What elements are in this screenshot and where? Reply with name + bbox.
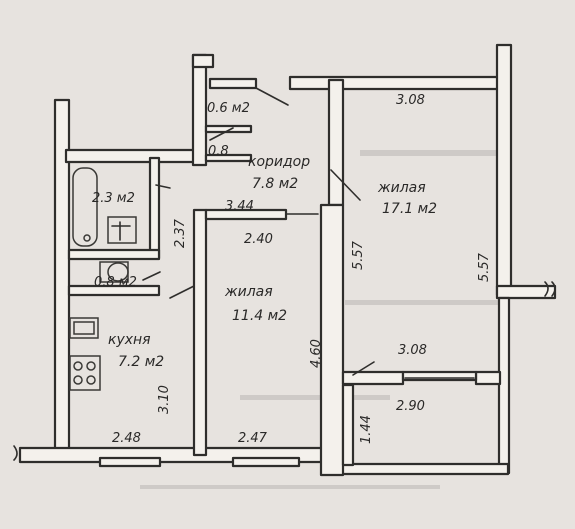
dim-balcony-width: 2.90 [396,399,425,414]
living-small-area: 11.4 м2 [232,308,287,324]
dim-corridor-small: 0.8 [208,144,229,159]
kitchen-area: 7.2 м2 [118,354,164,370]
kitchen-name: кухня [108,332,151,348]
pantry-area: 0.6 м2 [207,101,250,116]
dim-large-top: 3.08 [396,93,425,108]
walls [18,43,557,477]
living-large-area: 17.1 м2 [382,201,437,217]
dim-balcony-depth: 1.44 [359,415,374,444]
dim-small-right: 4.60 [309,339,324,368]
dim-small-bottom: 2.47 [238,431,268,446]
dim-kitchen-bottom: 2.48 [112,431,141,446]
exterior-marks [13,281,556,461]
dimension-labels: 3.08 3.44 0.8 2.40 3.08 2.90 2.48 2.47 5… [112,93,492,446]
dim-large-right: 5.57 [477,252,492,282]
room-labels: коридор 7.8 м2 2.3 м2 0.8 м2 0.6 м2 кухн… [92,101,437,370]
corridor-name: коридор [248,154,310,170]
living-large-name: жилая [377,180,426,196]
dim-large-bottom: 3.08 [398,343,427,358]
dim-small-top: 2.40 [244,232,273,247]
toilet-area: 0.8 м2 [94,275,137,290]
bath-area: 2.3 м2 [92,191,135,206]
paper-texture [140,150,510,489]
dim-bath-depth: 2.37 [173,218,188,248]
corridor-area: 7.8 м2 [252,176,298,192]
dim-large-left: 5.57 [351,240,366,270]
doors [142,87,375,376]
fixtures [69,167,137,391]
dim-kitchen-left: 3.10 [157,385,172,414]
living-small-name: жилая [224,284,273,300]
dim-corridor-width: 3.44 [225,199,254,214]
windows [98,370,478,468]
